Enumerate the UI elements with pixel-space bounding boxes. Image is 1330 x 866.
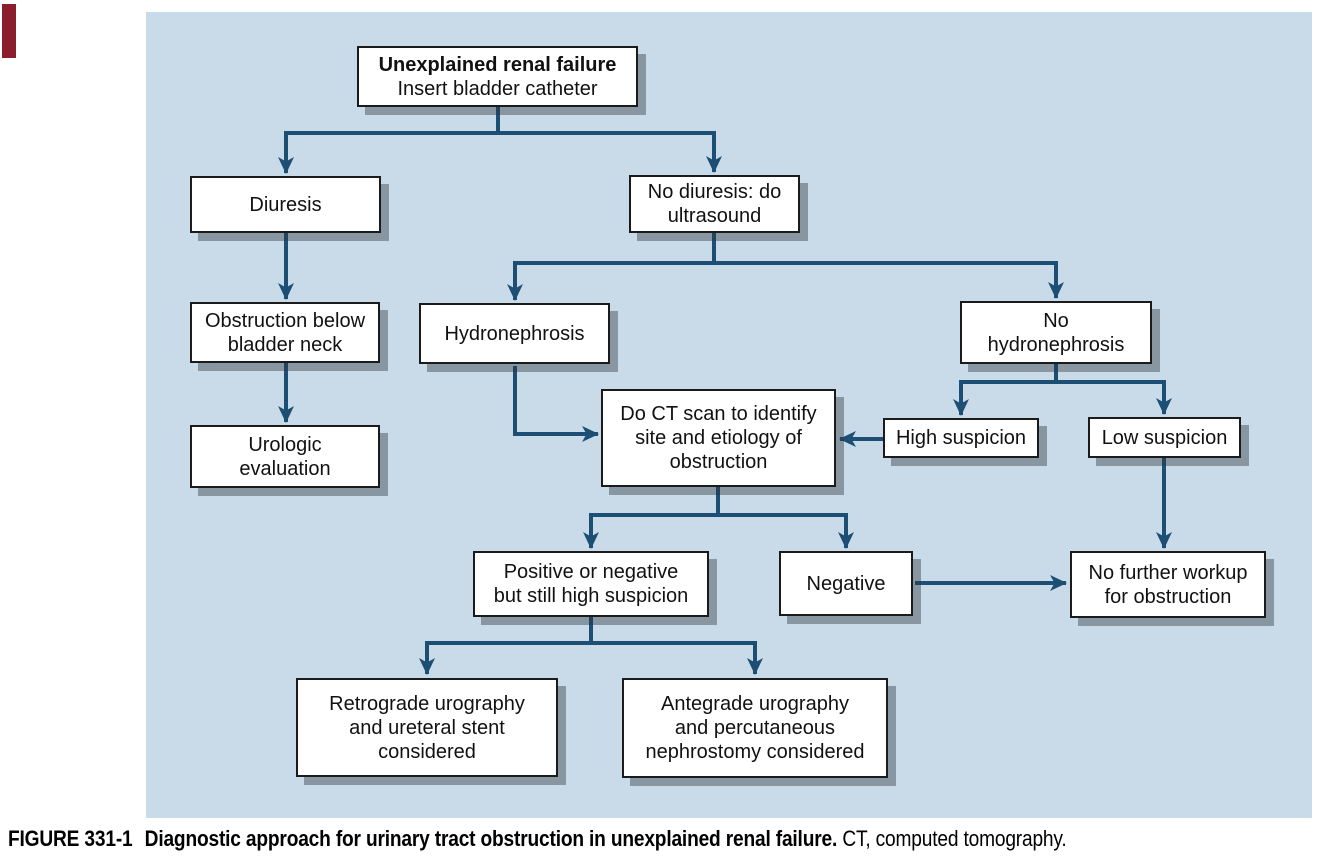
node-no-hydronephrosis: No hydronephrosis — [960, 301, 1152, 364]
node-line: Do CT scan to identify — [620, 403, 817, 425]
node-line: No further workup — [1088, 561, 1248, 584]
node-negative: Negative — [779, 551, 913, 616]
node-line: site and etiology of — [635, 427, 802, 449]
node-line: evaluation — [239, 457, 331, 480]
figure-caption-title: Diagnostic approach for urinary tract ob… — [144, 826, 838, 851]
figure-caption-abbrev: CT, computed tomography. — [842, 826, 1067, 851]
node-line: Low suspicion — [1101, 426, 1228, 449]
node-line: Insert bladder catheter — [397, 77, 598, 100]
node-line: Retrograde urography — [329, 692, 525, 715]
node-line: but still high suspicion — [493, 585, 689, 607]
node-line: considered — [378, 740, 476, 763]
node-diuresis: Diuresis — [190, 176, 381, 233]
node-line: Hydronephrosis — [444, 322, 585, 345]
node-line: ultrasound — [667, 205, 762, 227]
node-low-suspicion: Low suspicion — [1088, 417, 1241, 458]
node-line: Diuresis — [249, 193, 322, 216]
node-urologic-evaluation: Urologic evaluation — [190, 425, 380, 488]
node-line: for obstruction — [1104, 585, 1232, 608]
figure-caption-number: FIGURE 331-1 — [8, 826, 133, 851]
node-hydronephrosis: Hydronephrosis — [419, 303, 610, 364]
figure-caption: FIGURE 331-1 Diagnostic approach for urin… — [8, 826, 1067, 852]
node-line: Obstruction below — [204, 309, 366, 332]
node-line: and percutaneous — [674, 717, 836, 739]
node-line: nephrostomy considered — [645, 741, 865, 763]
node-line: No diuresis: do — [647, 181, 782, 203]
page-edge-tab — [2, 4, 16, 58]
node-line: Positive or negative — [503, 561, 679, 583]
node-positive-or-negative: Positive or negative but still high susp… — [473, 551, 709, 617]
node-line: bladder neck — [227, 333, 343, 356]
node-line: No — [1043, 309, 1069, 332]
node-unexplained-renal-failure: Unexplained renal failure Insert bladder… — [357, 46, 638, 107]
node-no-diuresis-ultrasound: No diuresis: do ultrasound — [629, 175, 800, 233]
node-high-suspicion: High suspicion — [883, 418, 1039, 458]
node-line: Unexplained renal failure — [378, 53, 617, 76]
node-line: Antegrade urography — [661, 693, 849, 715]
node-ct-scan: Do CT scan to identify site and etiology… — [601, 389, 836, 487]
node-line: Urologic — [248, 433, 322, 456]
node-line: obstruction — [669, 451, 768, 473]
node-no-further-workup: No further workup for obstruction — [1070, 551, 1266, 618]
node-obstruction-below-bladder-neck: Obstruction below bladder neck — [190, 302, 380, 363]
node-line: High suspicion — [895, 427, 1027, 449]
node-line: and ureteral stent — [349, 716, 505, 739]
node-line: hydronephrosis — [987, 333, 1125, 356]
node-retrograde-urography: Retrograde urography and ureteral stent … — [296, 678, 558, 777]
node-antegrade-urography: Antegrade urography and percutaneous nep… — [622, 678, 888, 778]
node-line: Negative — [806, 572, 886, 595]
